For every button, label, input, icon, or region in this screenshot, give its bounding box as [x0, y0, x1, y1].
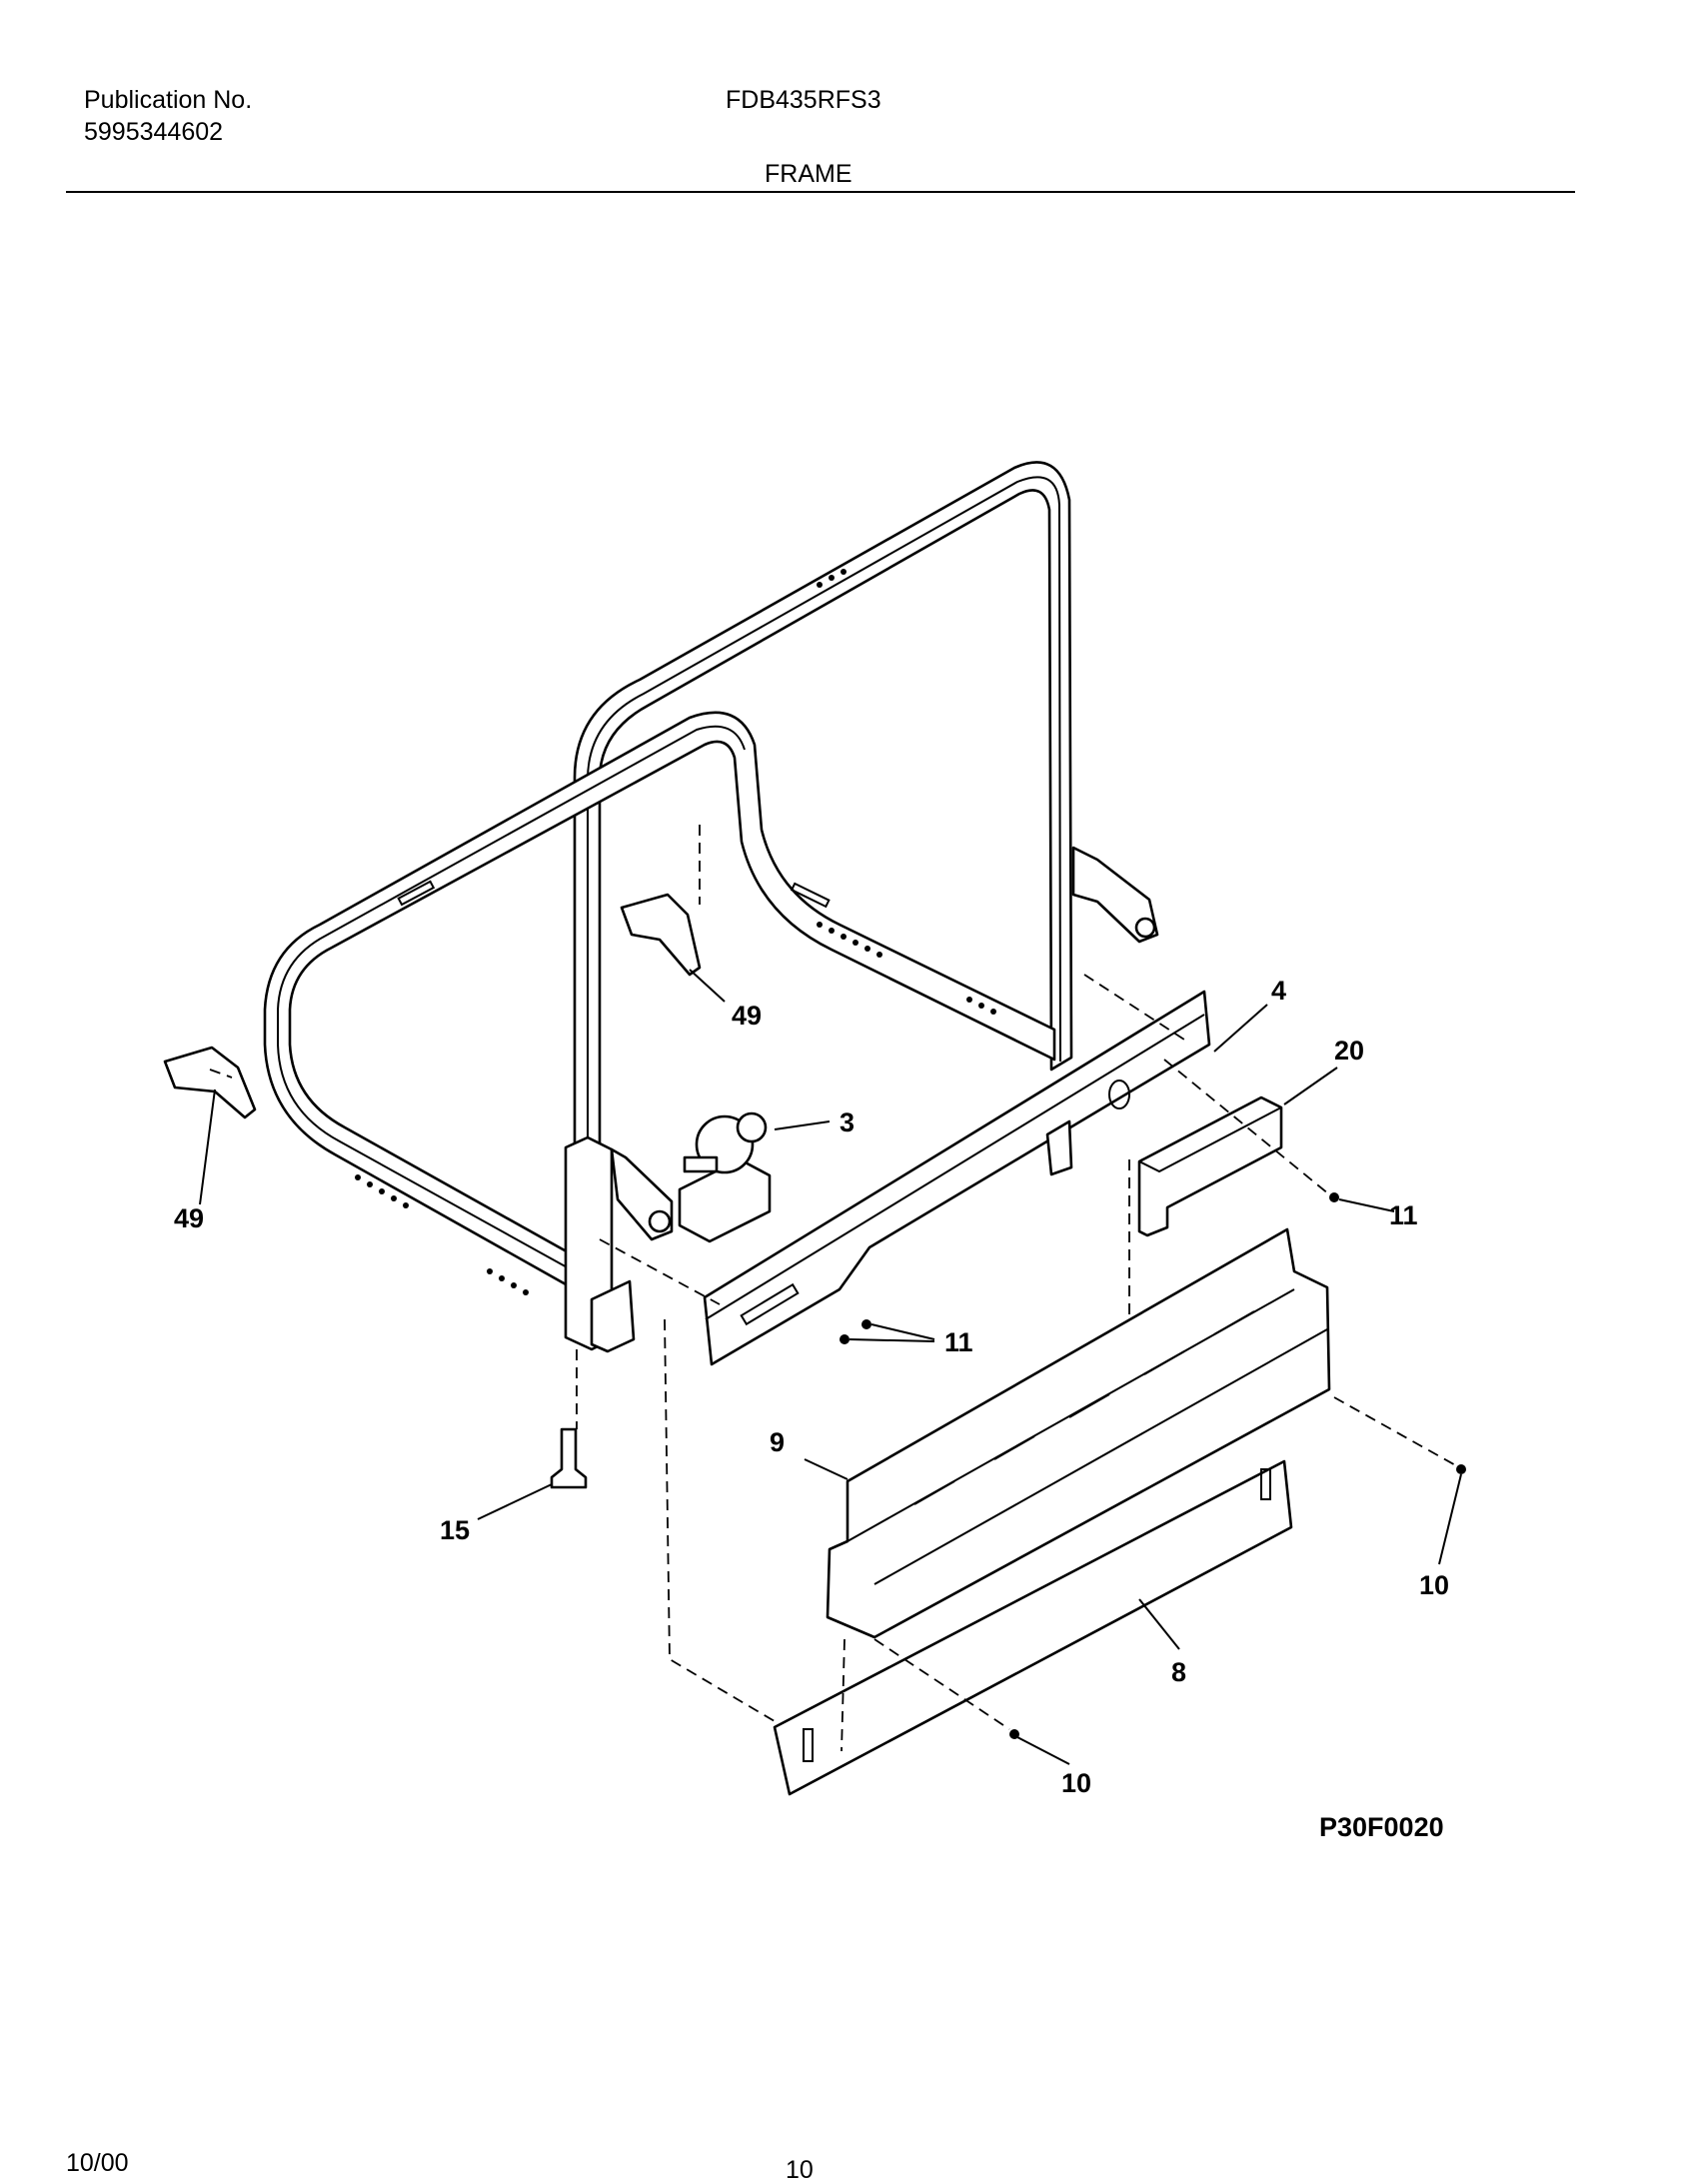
front-rail [703, 990, 1211, 1366]
footer-page-number: 10 [786, 2156, 814, 2184]
callout-10-a: 10 [1419, 1570, 1449, 1600]
front-rail-tab [1045, 1119, 1073, 1176]
footer-date: 10/00 [66, 2149, 129, 2177]
section-title: FRAME [765, 160, 853, 188]
front-rail-slot [740, 1282, 800, 1326]
bracket-9-vents [913, 1310, 1255, 1505]
leader-lines [199, 969, 1462, 1765]
front-rail-fold [705, 1014, 1205, 1320]
frame-rear-bracket [1071, 846, 1159, 944]
callout-49-b: 49 [174, 1203, 204, 1233]
part-front-rail [703, 990, 1211, 1366]
valve-coil [736, 1111, 768, 1143]
part-bracket-9 [826, 1227, 1331, 1639]
screw-10-a [1456, 1464, 1466, 1474]
assembly-lines [209, 825, 1460, 1752]
callout-3: 3 [840, 1107, 854, 1137]
part-water-valve [678, 1111, 772, 1243]
callout-11-b: 11 [944, 1327, 973, 1357]
frame-rail-slot [397, 880, 436, 907]
part-bracket-49-rear [620, 893, 702, 977]
frame-rear-hoop-inner [587, 476, 1061, 1227]
model-number: FDB435RFS3 [726, 86, 881, 114]
kickplate-slot [803, 1728, 814, 1762]
screw-11-a [1329, 1192, 1339, 1202]
front-rail-hole [1108, 1080, 1130, 1109]
kickplate-slot [1260, 1468, 1271, 1500]
callout-49-a: 49 [732, 1001, 762, 1031]
channel-20-fold [1138, 1106, 1282, 1173]
frame-rear-hoop [573, 461, 1073, 1229]
frame-side-rail [263, 711, 1056, 1291]
screw-11-c [840, 1334, 850, 1344]
screw-15 [550, 1427, 588, 1489]
callout-8: 8 [1171, 1657, 1186, 1687]
frame-rear-wheel [1134, 917, 1156, 939]
frame-left-wheel [648, 1209, 672, 1233]
valve-inlet [683, 1155, 719, 1173]
figure-code: P30F0020 [1319, 1812, 1444, 1842]
publication-label: Publication No. [84, 86, 253, 114]
publication-number: 5995344602 [84, 118, 224, 146]
frame-side-rail-inner [277, 725, 746, 1275]
frame-rail-holes [355, 569, 996, 1295]
frame-front-post-bracket [590, 1279, 636, 1353]
header-rule [66, 191, 1575, 193]
callout-20: 20 [1334, 1036, 1364, 1066]
screw-11-b [861, 1319, 871, 1329]
part-bracket-49-left [163, 1046, 257, 1119]
part-channel-20 [1137, 1095, 1283, 1237]
callout-labels: 3 4 8 9 10 10 11 11 15 20 49 49 [174, 976, 1449, 1798]
callout-11-a: 11 [1389, 1200, 1418, 1230]
frame-rail-slot [790, 882, 831, 909]
part-screws [550, 1192, 1466, 1739]
part-kickplate-8 [773, 1459, 1293, 1796]
callout-15: 15 [440, 1515, 470, 1545]
callout-4: 4 [1271, 976, 1286, 1006]
bracket-9-lip [873, 1328, 1328, 1585]
callout-10-b: 10 [1061, 1768, 1091, 1798]
screw-10-b [1009, 1729, 1019, 1739]
tub-frame [263, 461, 1159, 1353]
callout-9: 9 [770, 1427, 785, 1457]
